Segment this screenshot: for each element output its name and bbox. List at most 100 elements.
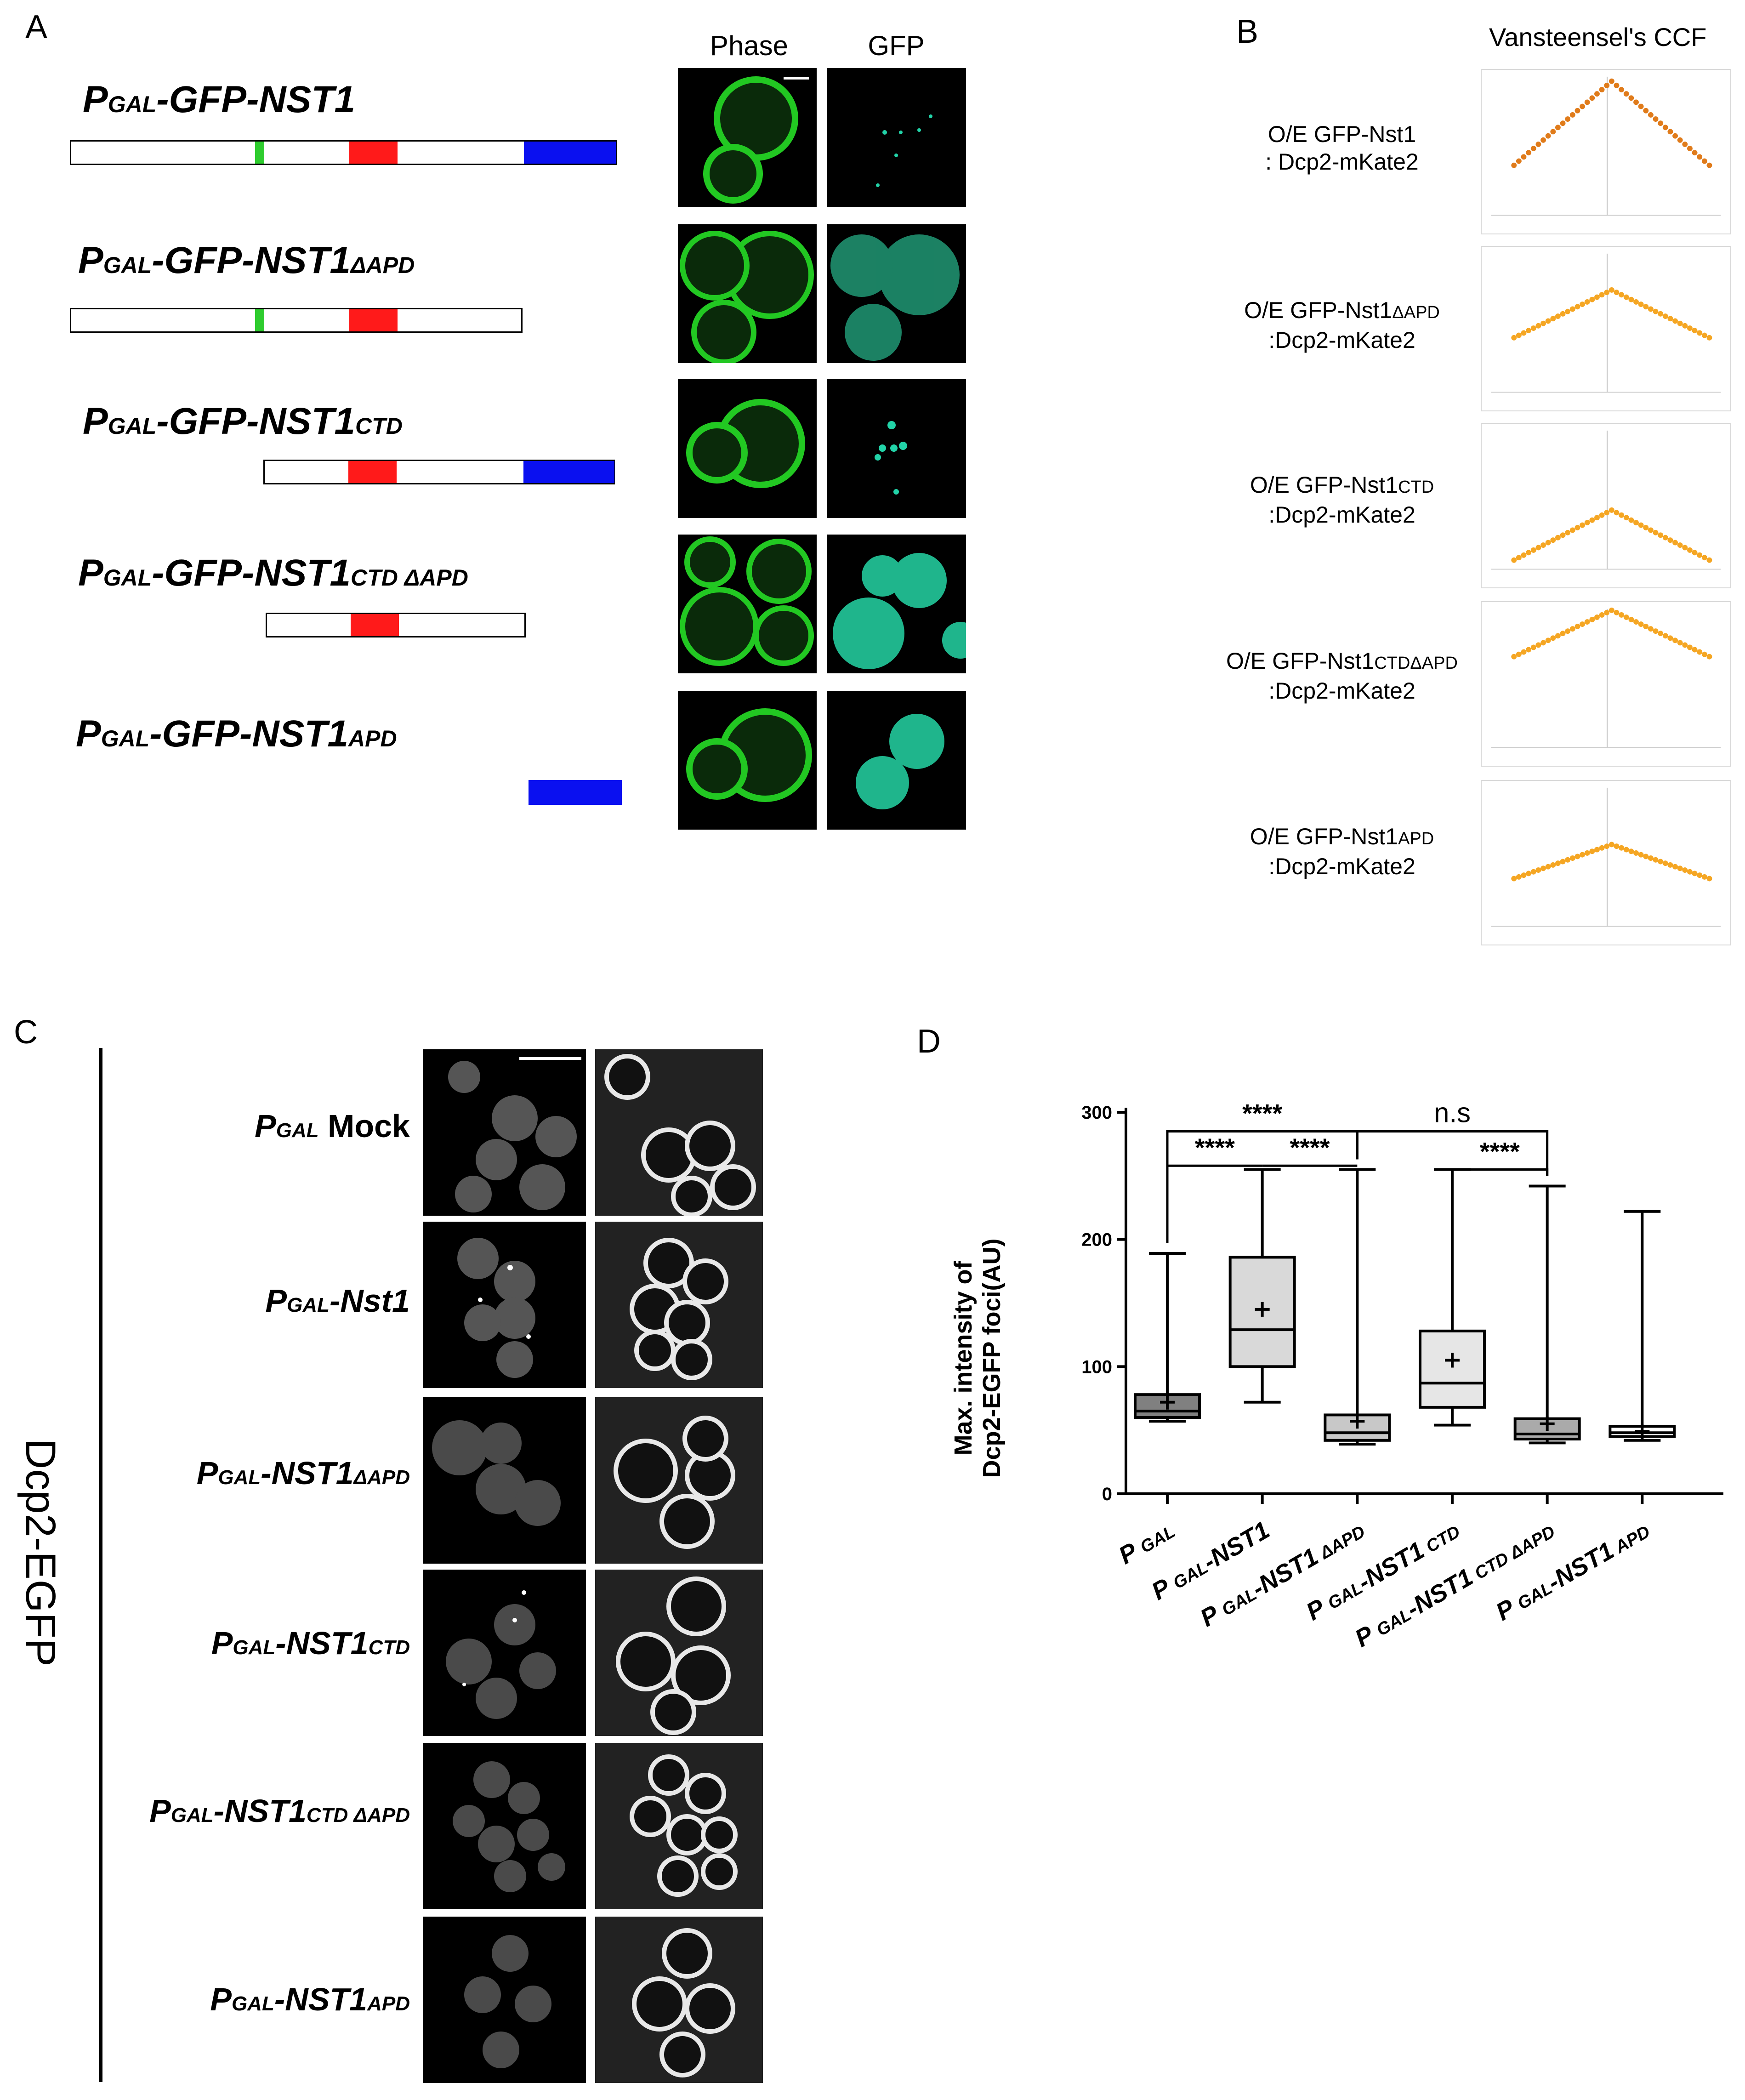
- domain-red: [349, 142, 398, 164]
- ccf-point: [1643, 304, 1649, 310]
- significance-bracket: ****: [1262, 1133, 1358, 1167]
- ccf-point: [1667, 129, 1673, 135]
- panel-letter-c: C: [14, 1014, 38, 1051]
- significance-label: ****: [1195, 1133, 1235, 1162]
- ccf-point: [1580, 621, 1586, 627]
- ccf-point: [1584, 850, 1590, 856]
- ccf-plot-nst1: [1481, 69, 1731, 234]
- ccf-point: [1682, 642, 1688, 648]
- micrograph-phase-nst1-ctd-dapd-c: [595, 1743, 763, 1909]
- ccf-point: [1701, 651, 1707, 657]
- y-tick-label: 100: [1081, 1357, 1112, 1377]
- ccf-point: [1540, 865, 1546, 871]
- y-tick-label: 200: [1081, 1230, 1112, 1250]
- construct-label-nst1-dapd: PGAL-GFP-NST1ΔAPD: [78, 239, 415, 281]
- ccf-point: [1516, 555, 1522, 561]
- ccf-point: [1648, 306, 1654, 312]
- construct-label-nst1: PGAL-GFP-NST1: [83, 79, 356, 120]
- ccf-point: [1521, 649, 1527, 655]
- ccf-point: [1609, 287, 1614, 293]
- domain-green: [255, 309, 264, 331]
- ccf-point: [1638, 103, 1644, 109]
- ccf-title: Vansteensel's CCF: [1489, 23, 1707, 51]
- ccf-point: [1604, 290, 1610, 296]
- ccf-point: [1701, 332, 1707, 338]
- ccf-point: [1511, 876, 1517, 882]
- box-0: [1134, 1252, 1201, 1504]
- ccf-point: [1594, 91, 1600, 97]
- ccf-point: [1511, 557, 1517, 563]
- ccf-point: [1516, 332, 1522, 338]
- construct-label-nst1-apd: PGAL-GFP-NST1APD: [76, 713, 397, 755]
- ccf-point: [1638, 852, 1644, 858]
- ccf-point: [1667, 635, 1673, 641]
- ccf-point: [1530, 547, 1536, 553]
- ccf-point: [1672, 864, 1678, 870]
- ccf-point: [1574, 525, 1580, 530]
- ccf-point: [1599, 292, 1605, 298]
- ccf-point: [1677, 542, 1683, 548]
- ccf-point: [1682, 323, 1688, 329]
- ccf-point: [1677, 137, 1683, 143]
- ccf-point: [1706, 654, 1712, 660]
- domain-bar-nst1-apd: [529, 780, 622, 805]
- ccf-point: [1540, 640, 1546, 646]
- ccf-point: [1697, 552, 1703, 558]
- ccf-point: [1662, 313, 1668, 319]
- ccf-point: [1545, 318, 1551, 324]
- domain-blue: [524, 142, 616, 164]
- domain-green: [255, 142, 264, 164]
- row-label-nst1: PGAL-Nst1: [265, 1283, 410, 1319]
- box-2: [1324, 1168, 1391, 1504]
- ccf-point: [1521, 154, 1527, 160]
- ccf-point: [1643, 108, 1649, 114]
- ccf-point: [1511, 654, 1517, 660]
- ccf-plot-nst1-ctd-dapd: [1481, 601, 1731, 767]
- domain-red: [351, 614, 399, 636]
- ccf-point: [1643, 525, 1649, 530]
- construct-label-nst1-ctd-dapd: PGAL-GFP-NST1CTD ΔAPD: [78, 552, 468, 594]
- domain-bar-nst1-ctd: [263, 460, 615, 484]
- micrograph-fluor-nst1-ctd-dapd: [423, 1743, 586, 1909]
- ccf-point: [1619, 87, 1625, 92]
- ccf-point: [1643, 854, 1649, 859]
- ccf-point: [1535, 642, 1541, 648]
- ccf-point: [1521, 330, 1527, 336]
- ccf-point: [1535, 141, 1541, 147]
- ccf-point: [1569, 855, 1575, 861]
- ccf-point: [1599, 845, 1605, 851]
- ccf-point: [1692, 550, 1698, 556]
- ccf-point: [1580, 103, 1586, 109]
- box-4: [1513, 1184, 1581, 1504]
- ccf-point: [1658, 120, 1664, 126]
- micrograph-phase-nst1-c: [595, 1222, 763, 1388]
- ccf-point: [1701, 874, 1707, 880]
- micrograph-gfp-nst1-dapd: [827, 224, 966, 363]
- ccf-point: [1580, 302, 1586, 307]
- ccf-point: [1706, 876, 1712, 882]
- ccf-point: [1648, 855, 1654, 861]
- ccf-point: [1662, 633, 1668, 639]
- ccf-point: [1604, 609, 1610, 615]
- ccf-point: [1672, 637, 1678, 643]
- panel-c-vertical-rule: [99, 1048, 102, 2082]
- micrograph-fluor-nst1-ctd: [423, 1570, 586, 1736]
- column-header-gfp: GFP: [868, 30, 925, 61]
- ccf-point: [1677, 320, 1683, 326]
- ccf-point: [1648, 626, 1654, 632]
- ccf-point: [1623, 91, 1629, 97]
- domain-red: [348, 461, 397, 483]
- micrograph-phase-nst1-ctd-c: [595, 1570, 763, 1736]
- ccf-point: [1614, 82, 1620, 88]
- ccf-point: [1560, 532, 1566, 538]
- ccf-point: [1687, 869, 1693, 875]
- significance-bracket: ****: [1452, 1137, 1549, 1176]
- ccf-point: [1545, 637, 1551, 643]
- dcp2-egfp-side-label: Dcp2-EGFP: [17, 1439, 64, 1667]
- ccf-point: [1589, 617, 1595, 622]
- ccf-point: [1599, 612, 1605, 618]
- ccf-point: [1521, 552, 1527, 558]
- ccf-point: [1609, 78, 1614, 84]
- ccf-point: [1516, 874, 1522, 880]
- ccf-point: [1526, 150, 1532, 156]
